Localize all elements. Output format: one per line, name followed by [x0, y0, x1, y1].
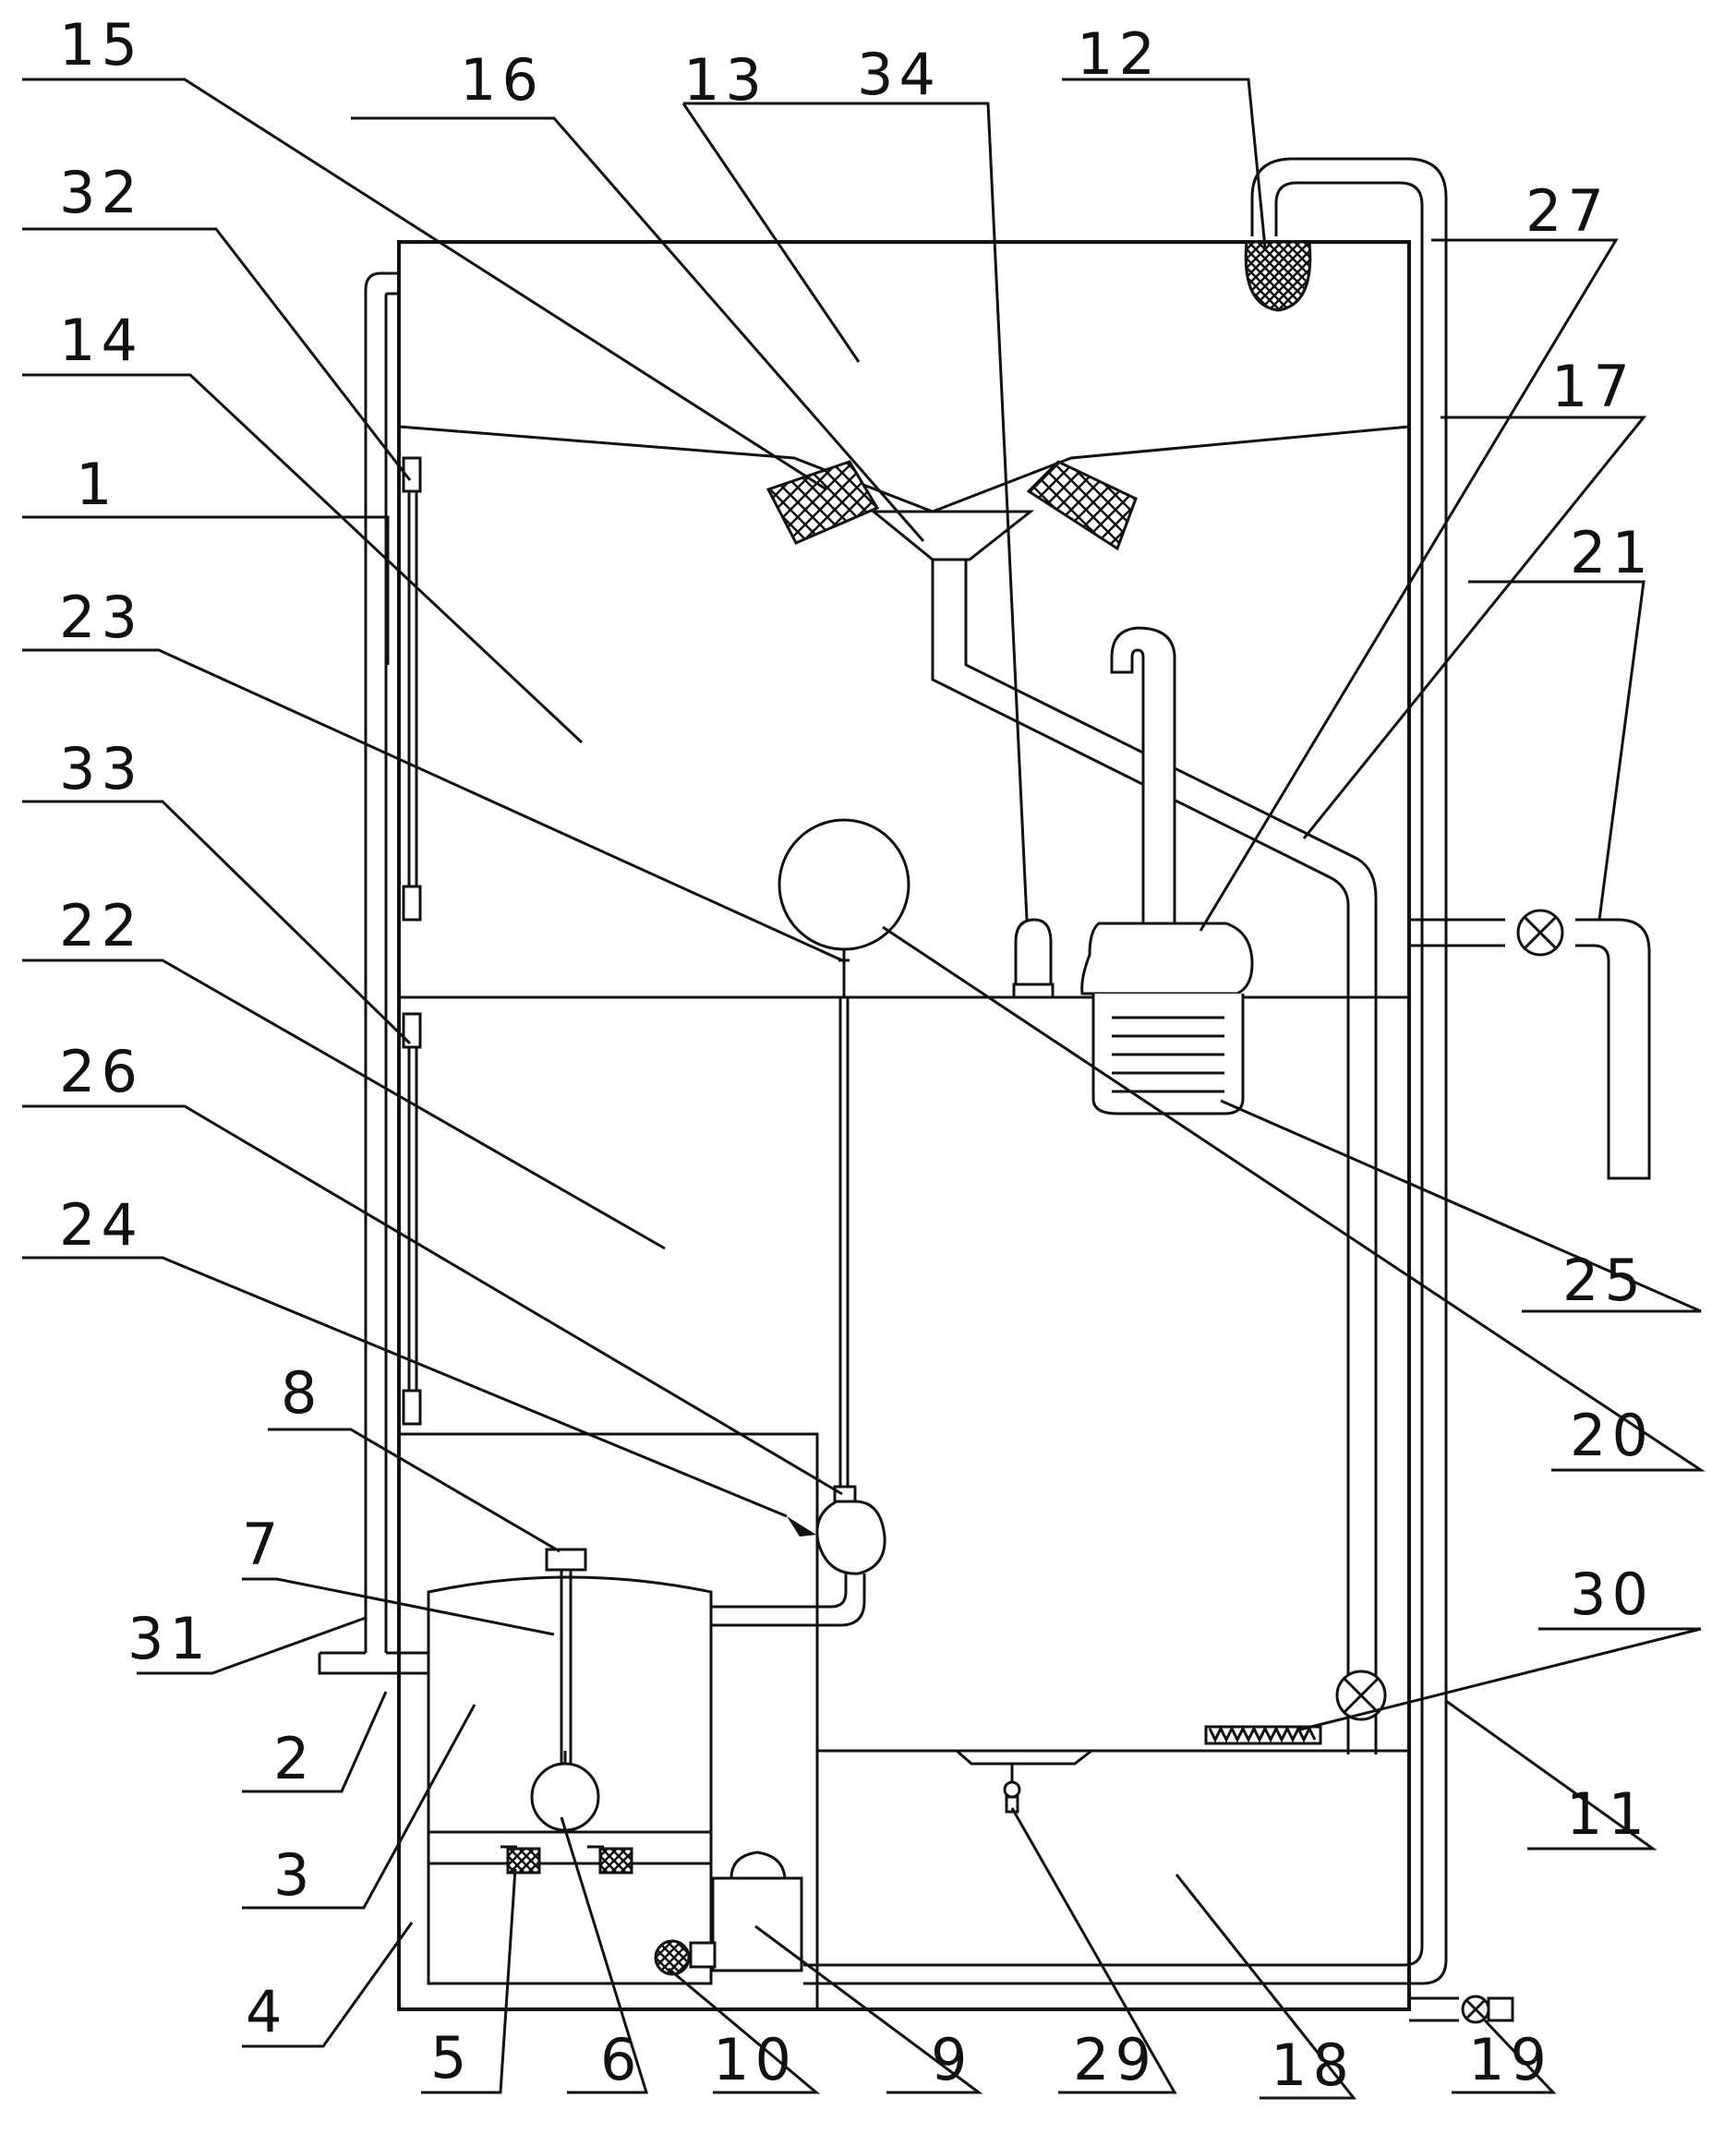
filter-5-right — [598, 1847, 633, 1875]
label-16: 16 — [460, 46, 544, 114]
pipe-17 — [931, 560, 1378, 1754]
filter-mesh-15-right — [1026, 460, 1138, 551]
label-13: 13 — [683, 46, 767, 114]
label-25: 25 — [1562, 1247, 1646, 1314]
label-14: 14 — [59, 307, 143, 374]
valve-24 — [815, 1485, 886, 1575]
label-33: 33 — [59, 735, 143, 802]
label-32: 32 — [59, 159, 143, 226]
valve-8 — [545, 1548, 587, 1572]
label-30: 30 — [1570, 1561, 1654, 1628]
outlet-19 — [1409, 1995, 1514, 2024]
filter-10 — [654, 1939, 691, 1976]
label-31: 31 — [127, 1605, 211, 1672]
filter-mesh-15-left — [766, 460, 880, 545]
label-24: 24 — [59, 1191, 143, 1259]
label-21: 21 — [1570, 519, 1654, 586]
float-rod — [838, 997, 850, 1487]
pipe-26 — [711, 1573, 866, 1627]
spray-head-12 — [1244, 240, 1312, 312]
label-34: 34 — [857, 41, 941, 108]
label-1: 1 — [76, 451, 117, 518]
leader-lines — [22, 78, 1706, 2100]
float-6 — [530, 1762, 600, 1832]
pipe-11 — [803, 157, 1448, 1985]
drain-tray-29 — [956, 1749, 1092, 1766]
label-12: 12 — [1077, 20, 1161, 88]
label-5: 5 — [430, 2024, 472, 2092]
label-20: 20 — [1570, 1402, 1654, 1469]
pump-9 — [689, 1851, 803, 1972]
label-19: 19 — [1468, 2026, 1552, 2093]
label-11: 11 — [1566, 1780, 1650, 1848]
label-23: 23 — [59, 584, 143, 651]
valve-34 — [1014, 918, 1053, 986]
label-26: 26 — [59, 1038, 143, 1105]
label-18: 18 — [1271, 2032, 1355, 2099]
drain-29 — [1003, 1764, 1021, 1814]
label-3: 3 — [273, 1841, 315, 1909]
label-17: 17 — [1551, 353, 1635, 420]
label-7: 7 — [242, 1511, 283, 1578]
filter-basket-25 — [1080, 626, 1254, 1115]
label-10: 10 — [713, 2026, 797, 2093]
label-29: 29 — [1073, 2026, 1157, 2093]
label-2: 2 — [273, 1725, 315, 1792]
label-8: 8 — [281, 1359, 322, 1427]
label-9: 9 — [931, 2026, 972, 2093]
arrow-24 — [787, 1516, 816, 1537]
label-6: 6 — [600, 2026, 642, 2093]
filter-5-left — [506, 1847, 541, 1875]
label-27: 27 — [1525, 177, 1609, 245]
label-15: 15 — [59, 11, 143, 78]
part-labels: 15 16 13 34 12 32 27 14 17 1 23 21 33 22… — [59, 11, 1654, 2099]
label-22: 22 — [59, 892, 143, 959]
funnel-16 — [869, 510, 1035, 561]
level-gauge-32 — [402, 456, 422, 922]
label-4: 4 — [246, 1978, 287, 2045]
outlet-21 — [1409, 909, 1651, 1180]
